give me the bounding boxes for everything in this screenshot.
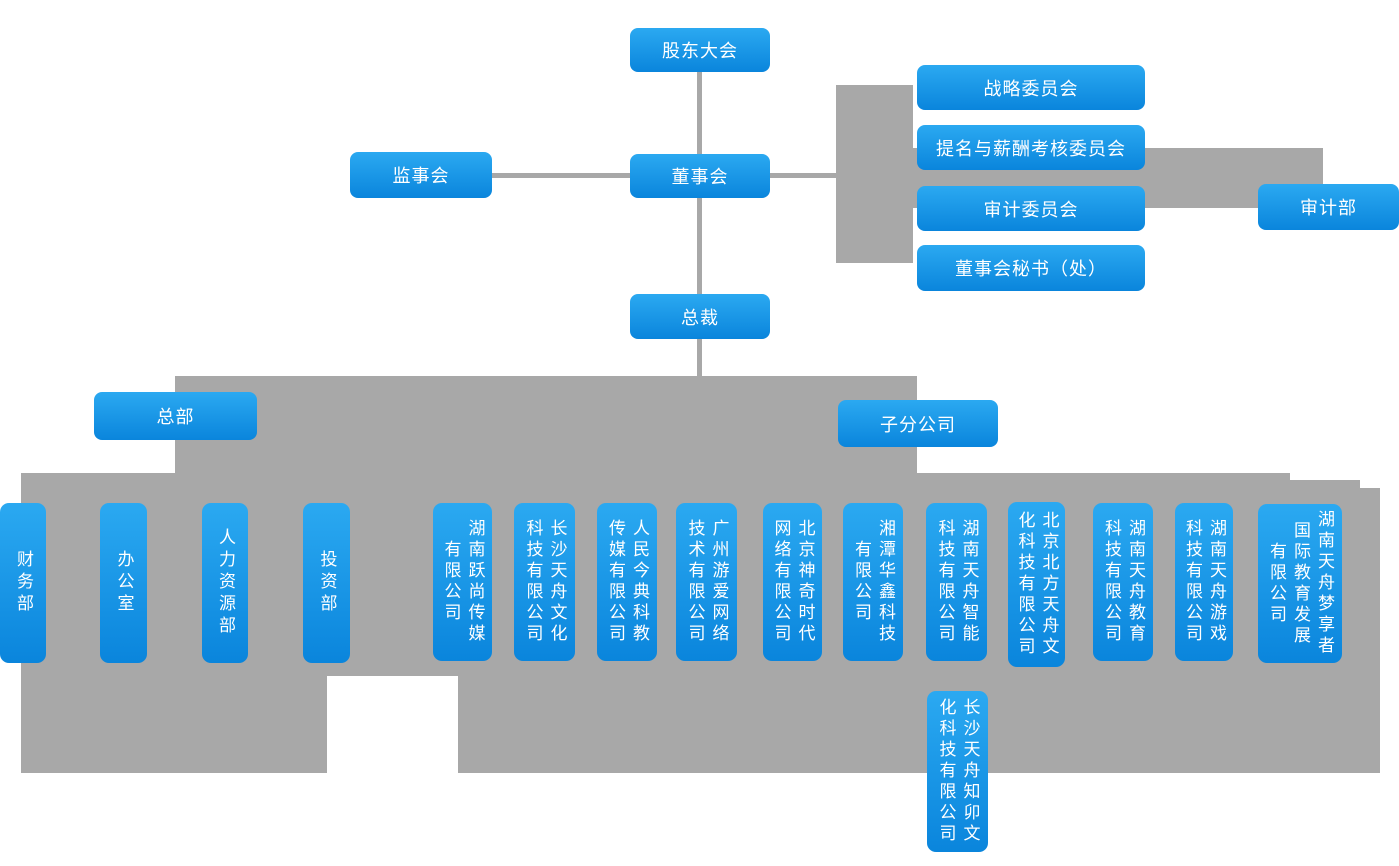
node-label: 湘潭华鑫科技 有限公司 <box>852 519 895 645</box>
node-label: 北京神奇时代 网络有限公司 <box>771 519 815 645</box>
department-node-office: 办公室 <box>100 503 147 663</box>
company-node: 广州游爱网络 技术有限公司 <box>676 503 737 661</box>
node-label: 广州游爱网络 技术有限公司 <box>685 519 729 645</box>
department-node-human-resources: 人力资源部 <box>202 503 248 663</box>
node-label: 湖南天舟教育 科技有限公司 <box>1102 519 1145 645</box>
node-headquarters: 总部 <box>94 392 257 440</box>
node-label: 董事会秘书（处） <box>955 259 1107 279</box>
department-node-investment: 投资部 <box>303 503 350 663</box>
company-node: 湖南天舟梦享者 国际教育发展 有限公司 <box>1258 504 1342 663</box>
connector-center-block <box>175 376 917 476</box>
connector-shareholders-board <box>697 70 702 155</box>
company-node: 湖南天舟教育 科技有限公司 <box>1093 503 1153 661</box>
node-subsidiaries: 子分公司 <box>838 400 998 447</box>
company-node: 湘潭华鑫科技 有限公司 <box>843 503 903 661</box>
connector-board-committees <box>770 173 836 178</box>
node-committee-audit: 审计委员会 <box>917 186 1145 231</box>
node-label: 长沙天舟知卯文 化科技有限公司 <box>936 698 980 845</box>
node-label: 审计部 <box>1300 198 1357 218</box>
node-label: 湖南天舟梦享者 国际教育发展 有限公司 <box>1267 510 1334 657</box>
node-label: 股东大会 <box>662 41 738 61</box>
connector-lower-right-block <box>458 676 1380 773</box>
node-label: 提名与薪酬考核委员会 <box>936 138 1126 159</box>
node-label: 长沙天舟文化 科技有限公司 <box>523 519 567 645</box>
node-label: 湖南天舟智能 科技有限公司 <box>935 519 979 645</box>
node-audit-department: 审计部 <box>1258 184 1399 230</box>
company-node: 人民今典科教 传媒有限公司 <box>597 503 657 661</box>
node-president: 总裁 <box>630 294 770 339</box>
connector-board-president <box>697 198 702 294</box>
node-label: 湖南天舟游戏 科技有限公司 <box>1183 519 1226 645</box>
node-supervisory-board: 监事会 <box>350 152 492 198</box>
node-label: 湖南跃尚传媒 有限公司 <box>441 519 485 645</box>
node-label: 子分公司 <box>880 414 956 435</box>
company-node: 湖南天舟游戏 科技有限公司 <box>1175 503 1233 661</box>
node-board-secretary-office: 董事会秘书（处） <box>917 245 1145 291</box>
node-label: 人力资源部 <box>216 528 235 638</box>
node-committee-nomination-remuneration: 提名与薪酬考核委员会 <box>917 125 1145 170</box>
connector-lower-left-block <box>21 676 327 773</box>
company-node: 湖南天舟智能 科技有限公司 <box>926 503 987 661</box>
node-label: 审计委员会 <box>983 199 1079 220</box>
node-label: 监事会 <box>392 166 450 186</box>
node-label: 董事会 <box>671 167 729 187</box>
node-label: 财务部 <box>14 550 33 616</box>
connector-committees-trunk <box>836 85 913 263</box>
department-node-finance: 财务部 <box>0 503 46 663</box>
connector-president-block <box>697 339 702 376</box>
node-label: 人民今典科教 传媒有限公司 <box>606 519 649 645</box>
company-node: 长沙天舟文化 科技有限公司 <box>514 503 575 661</box>
node-shareholders-meeting: 股东大会 <box>630 28 770 72</box>
node-label: 北京北方天舟文 化科技有限公司 <box>1015 511 1059 658</box>
node-committee-strategy: 战略委员会 <box>917 65 1145 110</box>
node-label: 总部 <box>156 407 195 427</box>
node-label: 战略委员会 <box>983 78 1079 99</box>
node-label: 办公室 <box>114 550 134 616</box>
company-node: 北京北方天舟文 化科技有限公司 <box>1008 502 1065 667</box>
node-label: 总裁 <box>681 307 719 328</box>
node-label: 投资部 <box>317 550 337 616</box>
company-node-sub: 长沙天舟知卯文 化科技有限公司 <box>927 691 988 852</box>
company-node: 湖南跃尚传媒 有限公司 <box>433 503 492 661</box>
node-board-of-directors: 董事会 <box>630 154 770 198</box>
connector-supervisory-board <box>492 173 630 178</box>
company-node: 北京神奇时代 网络有限公司 <box>763 503 822 661</box>
